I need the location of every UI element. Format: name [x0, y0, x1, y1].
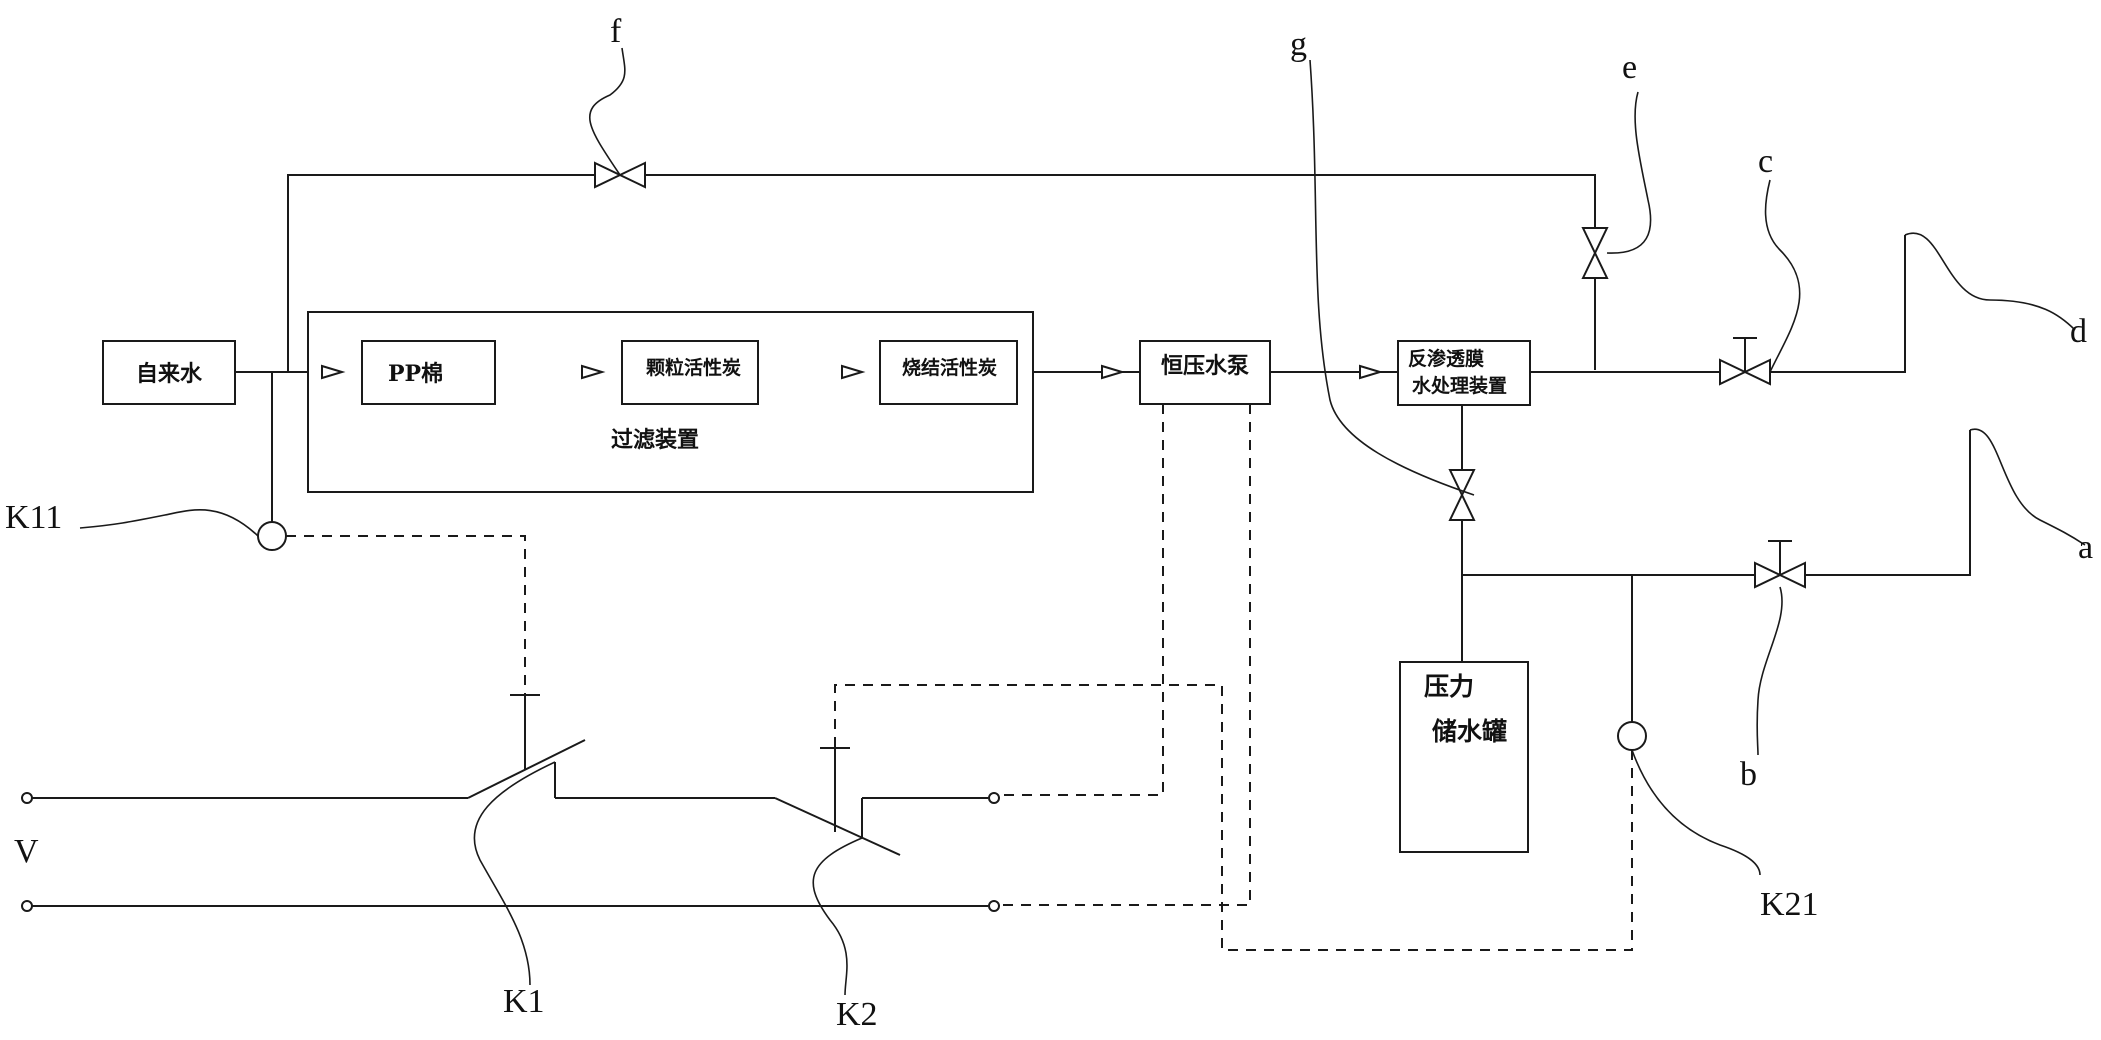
label-a: a — [2078, 529, 2093, 566]
terminal-icon — [21, 792, 33, 804]
pp-cotton-box — [361, 340, 496, 405]
valve-b — [1754, 540, 1806, 589]
terminal-icon — [988, 900, 1000, 912]
ro-label-line1: 反渗透膜 — [1408, 347, 1484, 370]
flow-arrow-icon — [321, 364, 346, 380]
flow-arrow-icon — [1359, 364, 1384, 380]
pipework — [235, 174, 1971, 722]
valve-f — [594, 161, 646, 189]
valve-e — [1581, 227, 1609, 279]
label-k2: K2 — [836, 996, 878, 1033]
tap-water-label: 自来水 — [136, 361, 203, 387]
flow-arrows — [321, 364, 1384, 380]
ro-label-line2: 水处理装置 — [1412, 374, 1507, 397]
terminal-icon — [21, 900, 33, 912]
ro-box — [1397, 340, 1531, 406]
flow-arrow-icon — [841, 364, 866, 380]
sintered-carbon-box — [879, 340, 1018, 405]
label-k21: K21 — [1760, 886, 1819, 923]
pump-label: 恒压水泵 — [1161, 353, 1249, 379]
label-g: g — [1290, 26, 1307, 63]
label-b: b — [1740, 756, 1757, 793]
valve-g — [1448, 469, 1476, 521]
label-k1: K1 — [503, 983, 545, 1020]
label-c: c — [1758, 143, 1773, 180]
sensor-k11-icon — [257, 521, 287, 551]
terminal-icon — [988, 792, 1000, 804]
label-k11: K11 — [5, 499, 62, 536]
filter-device-label: 过滤装置 — [611, 427, 699, 453]
granular-carbon-label: 颗粒活性炭 — [646, 356, 741, 379]
label-v: V — [14, 833, 39, 870]
tank-box — [1399, 661, 1529, 853]
label-e: e — [1622, 49, 1637, 86]
flow-arrow-icon — [581, 364, 606, 380]
tank-label-line1: 压力 — [1424, 672, 1474, 701]
sintered-carbon-label: 烧结活性炭 — [902, 356, 997, 379]
leader-lines — [79, 47, 2086, 996]
valve-c — [1719, 337, 1771, 386]
control-lines — [286, 404, 1633, 951]
electrical-circuit — [21, 694, 1000, 912]
tank-label-line2: 储水罐 — [1432, 717, 1507, 746]
flow-arrow-icon — [1101, 364, 1126, 380]
label-f: f — [610, 13, 622, 50]
pump-box — [1139, 340, 1271, 405]
granular-carbon-box — [621, 340, 759, 405]
label-d: d — [2070, 313, 2087, 350]
tap-water-box — [102, 340, 236, 405]
sensor-k21-icon — [1617, 721, 1647, 751]
pp-cotton-label: PP棉 — [388, 361, 443, 387]
